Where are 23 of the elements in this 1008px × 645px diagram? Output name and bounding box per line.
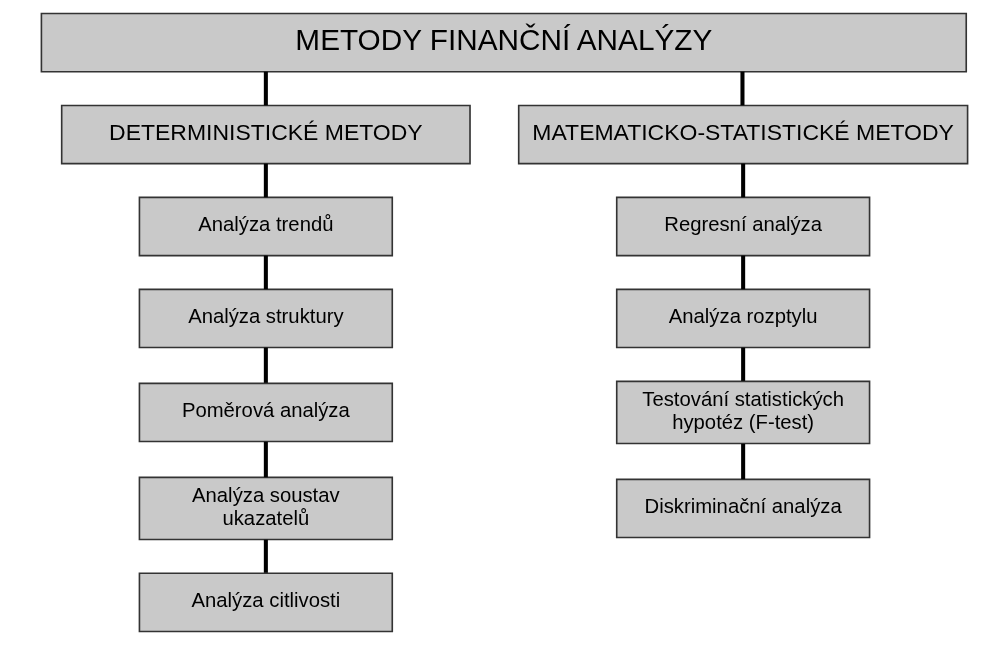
node-box: METODY FINANČNÍ ANALÝZY — [40, 12, 967, 73]
connector — [263, 441, 268, 478]
node-box: Regresní analýza — [615, 196, 870, 257]
node-box: Analýza citlivosti — [138, 572, 393, 633]
node-box: Testování statistických hypotéz (F-test) — [615, 380, 870, 445]
node-box: Poměrová analýza — [138, 382, 393, 443]
connector — [263, 347, 268, 383]
node-box: Analýza soustav ukazatelů — [138, 476, 393, 541]
node-box: Diskriminační analýza — [615, 478, 870, 539]
node-box: Analýza trendů — [138, 196, 393, 257]
connector — [740, 443, 745, 480]
node-box: DETERMINISTICKÉ METODY — [60, 104, 471, 165]
connector — [740, 255, 745, 290]
connector — [740, 163, 745, 198]
connector — [263, 255, 268, 290]
node-box: Analýza struktury — [138, 288, 393, 349]
connector — [263, 163, 268, 198]
connector — [263, 539, 268, 573]
connector — [263, 71, 268, 106]
connector — [739, 71, 744, 106]
connector — [740, 347, 745, 381]
node-box: MATEMATICKO-STATISTICKÉ METODY — [517, 104, 968, 165]
node-box: Analýza rozptylu — [615, 288, 870, 349]
